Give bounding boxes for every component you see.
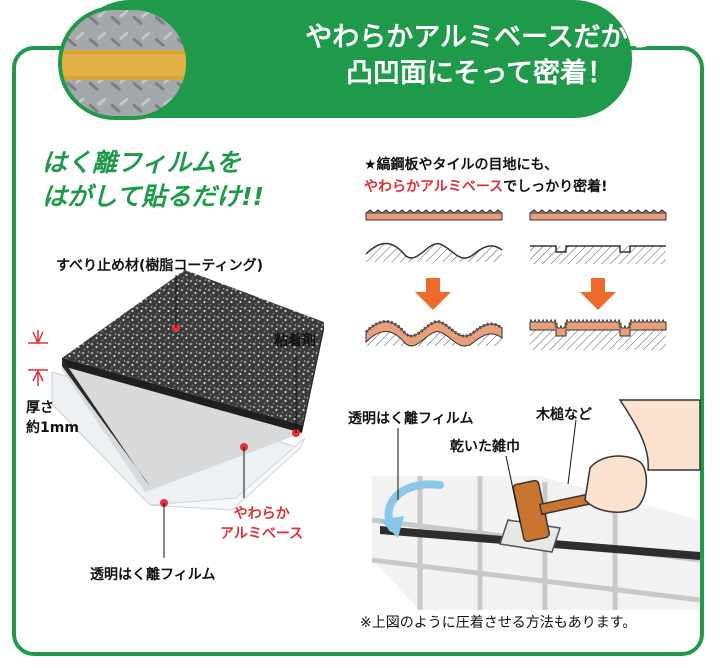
banner-title-line1: やわらかアルミベースだから (305, 22, 655, 53)
left-title-line1: はく離フィルムを (42, 148, 242, 177)
label-adhesive: 粘着剤 (274, 333, 316, 349)
right-caption-line2: やわらかアルミベースでしっかり密着! (364, 176, 608, 198)
label-release-film-left: 透明はく離フィルム (90, 567, 216, 583)
left-title: はく離フィルムを はがして貼るだけ!! (42, 146, 264, 214)
checker-plate-photo (58, 6, 190, 120)
arrow-down-left (415, 278, 451, 310)
label-aluminium-base-line2: アルミベース (220, 526, 304, 542)
label-thickness: 厚さ 約1mm (26, 398, 79, 438)
label-release-film-right: 透明はく離フィルム (348, 411, 474, 427)
diagram-checker-before (365, 209, 503, 262)
banner-title-line2: 凸凹面にそって密着！ (345, 58, 615, 89)
label-coating: すべり止め材(樹脂コーティング) (56, 258, 263, 274)
left-title-line2: はがして貼るだけ!! (42, 182, 265, 211)
right-caption: ★縞鋼板やタイルの目地にも、 やわらかアルミベースでしっかり密着! (364, 154, 608, 198)
banner-title: やわらかアルミベースだから 凸凹面にそって密着！ (270, 20, 690, 92)
diagram-tile-after (529, 319, 667, 350)
diagram-checker-after (364, 320, 503, 347)
label-aluminium-base-line1: やわらか (233, 506, 290, 522)
label-aluminium-base: やわらか アルミベース (220, 504, 303, 544)
label-thickness-line2: 約1mm (26, 420, 79, 436)
checker-plate-image (62, 10, 186, 116)
tile-floor (371, 399, 701, 610)
right-caption-rest: でしっかり密着! (503, 179, 608, 195)
label-mallet: 木槌など (536, 407, 592, 423)
diagram-tile-before (529, 209, 667, 264)
right-caption-line1: ★縞鋼板やタイルの目地にも、 (364, 157, 559, 173)
right-caption-highlight: やわらかアルミベース (364, 179, 504, 195)
label-dry-cloth: 乾いた雑巾 (450, 439, 520, 455)
label-thickness-line1: 厚さ (26, 400, 54, 416)
footnote: ※上図のように圧着させる方法もあります。 (360, 615, 637, 631)
arrow-down-right (580, 278, 616, 310)
